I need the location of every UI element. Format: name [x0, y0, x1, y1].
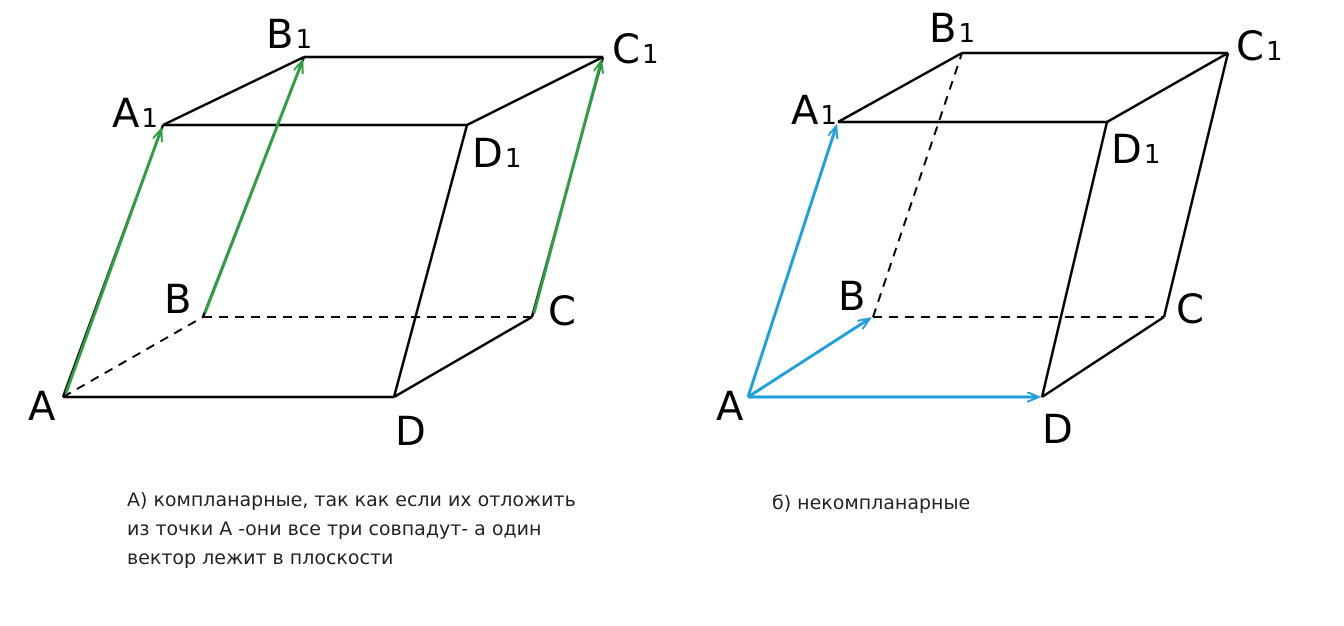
- caption-a-line-2: из точки А -они все три совпадут- а один: [127, 518, 542, 540]
- vertex-label-A1: A1: [791, 88, 837, 134]
- caption-a-line-3: вектор лежит в плоскости: [127, 547, 394, 569]
- edge-D1-C1: [466, 55, 604, 127]
- figure-a-hidden-edges: [62, 316, 532, 398]
- edge-A1-B1: [837, 51, 963, 124]
- figure-a-labels: A B C D A1 B1 C1 D1: [28, 12, 658, 455]
- caption-a-line-1: А) компланарные, так как если их отложит…: [127, 489, 576, 511]
- edge-D-D1: [1040, 121, 1109, 398]
- caption-a: А) компланарные, так как если их отложит…: [127, 486, 576, 573]
- vector-CC1: [532, 62, 601, 314]
- figure-b-hidden-edges: [872, 52, 1164, 318]
- vertex-label-A: A: [28, 384, 56, 430]
- vector-AB: [747, 319, 869, 399]
- edge-D-C: [393, 315, 533, 399]
- vertex-label-D1: D1: [472, 131, 521, 177]
- edge-C-C1: [1162, 52, 1230, 318]
- figure-b-labels: A B C D A1 B1 C1 D1: [716, 6, 1282, 453]
- vector-AA1: [64, 130, 161, 394]
- vector-BB1: [203, 62, 302, 314]
- vertex-label-A1: A1: [112, 91, 158, 137]
- figure-b-edges: [837, 51, 1230, 399]
- edge-D-C: [1041, 315, 1165, 399]
- figure-b: A B C D A1 B1 C1 D1: [716, 6, 1282, 453]
- edge-A1-B1: [162, 55, 305, 127]
- figure-a-vectors: [64, 62, 601, 394]
- figure-b-vectors: [746, 127, 1038, 399]
- vertex-label-C: C: [1176, 287, 1204, 333]
- hidden-edge-B-B1: [872, 52, 963, 318]
- vertex-label-C: C: [548, 289, 576, 335]
- vector-AA1: [746, 127, 836, 398]
- vertex-label-C1: C1: [612, 27, 658, 73]
- caption-b: б) некомпланарные: [772, 489, 970, 518]
- hidden-edge-A-B: [62, 316, 204, 398]
- edge-D-D1: [392, 124, 469, 398]
- vertex-label-B1: B1: [266, 12, 312, 58]
- vertex-label-C1: C1: [1236, 24, 1282, 70]
- vertex-label-B1: B1: [929, 6, 975, 52]
- caption-b-line-1: б) некомпланарные: [772, 492, 971, 514]
- vertex-label-D1: D1: [1111, 127, 1160, 173]
- edge-D1-C1: [1106, 51, 1229, 124]
- vertex-label-B: B: [838, 274, 865, 320]
- vertex-label-D: D: [1042, 407, 1073, 453]
- vertex-label-D: D: [395, 409, 426, 455]
- vertex-label-B: B: [164, 277, 191, 323]
- vertex-label-A: A: [716, 384, 744, 430]
- figure-a: A B C D A1 B1 C1 D1: [28, 12, 658, 455]
